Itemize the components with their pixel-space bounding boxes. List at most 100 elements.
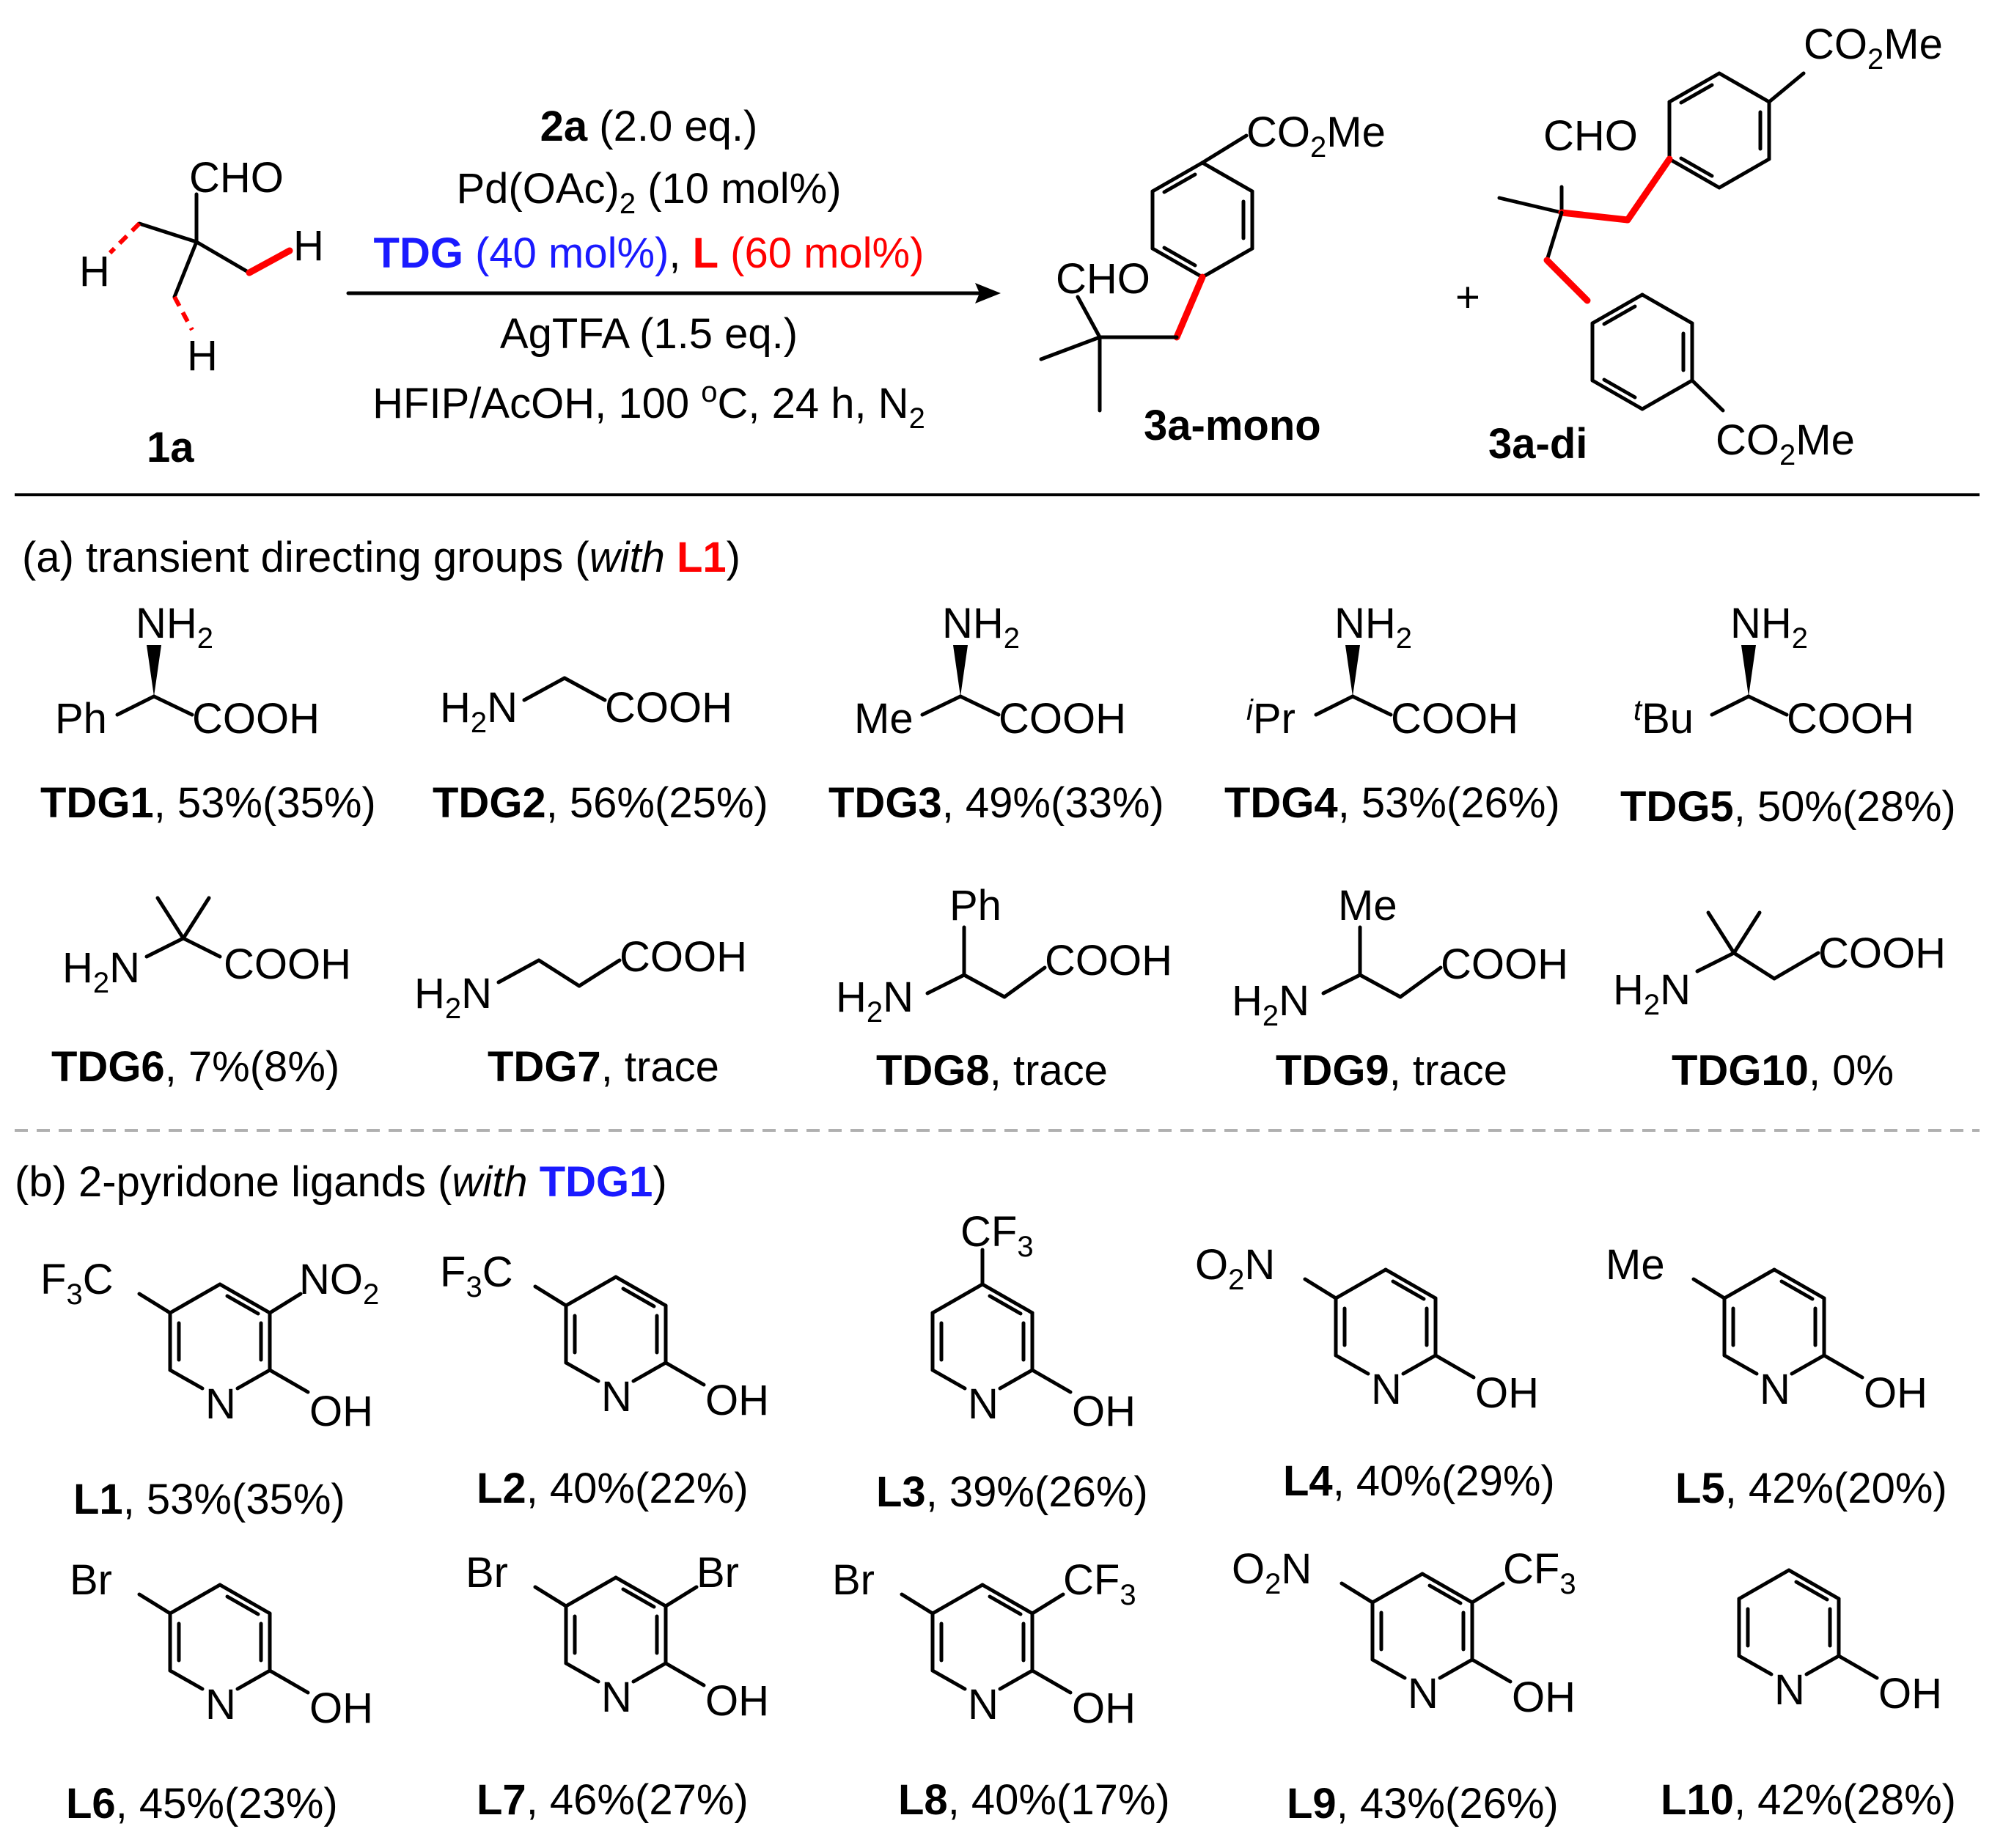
ligand-structure-7: Br Br N OH L7, 46%(27%) [466,1549,769,1824]
tdg-structure-7: H2N COOH TDG7, trace [414,933,747,1091]
svg-text:Me: Me [1338,882,1397,929]
ligand-structure-5: Me N OH L5, 42%(20%) [1606,1241,1947,1512]
nh2-label: NH2 [136,600,213,655]
svg-text:COOH: COOH [1045,937,1172,984]
svg-text:OH: OH [1512,1674,1576,1721]
svg-text:TDG8, trace: TDG8, trace [876,1047,1108,1094]
svg-text:NH2: NH2 [1730,600,1808,655]
svg-text:N: N [968,1681,999,1729]
ligand-structure-6: Br N OH L6, 45%(23%) [66,1556,373,1827]
reagent-line: 2a (2.0 eq.) [540,103,758,150]
svg-text:L6, 45%(23%): L6, 45%(23%) [66,1780,338,1827]
svg-text:OH: OH [309,1685,373,1732]
svg-text:TDG2, 56%(25%): TDG2, 56%(25%) [433,779,768,827]
h-label: H [293,222,324,270]
svg-text:O2N: O2N [1195,1241,1275,1296]
ligand-structure-9: O2N CF3 N OH L9, 43%(26%) [1232,1545,1576,1827]
svg-text:L7, 46%(27%): L7, 46%(27%) [477,1776,749,1824]
svg-text:COOH: COOH [1391,695,1518,743]
svg-text:Br: Br [832,1556,875,1604]
svg-text:O2N: O2N [1232,1545,1312,1600]
tdg-structure-1: NH2 Ph COOH TDG1, 53%(35%) [40,600,376,827]
svg-text:COOH: COOH [192,695,320,743]
section-b-title: (b) 2-pyridone ligands (with TDG1) [15,1158,667,1206]
ligand-structure-2: F3C N OH L2, 40%(22%) [440,1248,769,1512]
svg-text:N: N [1408,1670,1438,1718]
tdg-structure-4: NH2 iPr COOH TDG4, 53%(26%) [1224,600,1560,827]
svg-text:COOH: COOH [1787,695,1914,743]
svg-text:OH: OH [309,1388,373,1435]
svg-text:L9, 43%(26%): L9, 43%(26%) [1287,1780,1559,1827]
tdg-structure-5: NH2 tBu COOH TDG5, 50%(28%) [1620,600,1956,831]
compound-id-3a-di: 3a-di [1488,420,1587,468]
reaction-conditions: 2a (2.0 eq.) Pd(OAc)2 (10 mol%) TDG (40 … [346,103,1001,435]
tdg-structure-9: Me H2N COOH TDG9, trace [1232,882,1568,1094]
svg-text:L5, 42%(20%): L5, 42%(20%) [1675,1465,1947,1512]
co2me-label: CO2Me [1246,108,1386,163]
svg-text:H2N: H2N [440,684,518,739]
svg-text:TDG9, trace: TDG9, trace [1276,1047,1507,1094]
tdg-structure-6: H2N COOH TDG6, 7%(8%) [51,896,351,1091]
svg-text:Br: Br [70,1556,112,1604]
svg-text:COOH: COOH [1818,929,1946,977]
svg-text:L1, 53%(35%): L1, 53%(35%) [73,1476,345,1523]
svg-text:OH: OH [1864,1369,1927,1417]
compound-3a-di: CHO CO2Me CO2Me 3a-di [1488,21,1943,471]
co2me-label: CO2Me [1716,416,1855,471]
svg-text:CF3: CF3 [1503,1545,1576,1600]
svg-text:Br: Br [466,1549,508,1597]
solvent-line: HFIP/AcOH, 100 oC, 24 h, N2 [372,376,925,435]
h-label: H [79,248,110,295]
svg-text:H2N: H2N [1613,966,1691,1021]
svg-text:TDG7, trace: TDG7, trace [488,1043,719,1091]
svg-text:NO2: NO2 [299,1256,379,1311]
svg-text:TDG10, 0%: TDG10, 0% [1672,1047,1894,1094]
svg-text:H2N: H2N [62,944,140,999]
svg-text:NH2: NH2 [1334,600,1412,655]
tdg-structure-2: H2N COOH TDG2, 56%(25%) [433,676,768,827]
svg-text:H2N: H2N [836,973,914,1028]
svg-text:N: N [1371,1366,1402,1413]
plus-sign: + [1455,273,1480,321]
catalyst-line: Pd(OAc)2 (10 mol%) [456,165,841,220]
svg-text:H2N: H2N [1232,977,1309,1032]
svg-text:COOH: COOH [620,933,747,981]
tdg-structure-8: Ph H2N COOH TDG8, trace [836,882,1172,1094]
svg-text:COOH: COOH [1441,940,1568,988]
arrow-head [975,283,1001,303]
svg-text:OH: OH [1878,1670,1942,1718]
tdg-ligand-line: TDG (40 mol%), L (60 mol%) [374,229,925,277]
svg-text:L8, 40%(17%): L8, 40%(17%) [898,1776,1170,1824]
compound-3a-mono: CO2Me CHO 3a-mono [1039,108,1386,449]
svg-text:OH: OH [705,1677,769,1725]
svg-text:F3C: F3C [40,1256,114,1311]
compound-id-3a-mono: 3a-mono [1144,402,1321,449]
svg-text:N: N [968,1380,999,1428]
co2me-label: CO2Me [1804,21,1943,76]
svg-text:TDG6, 7%(8%): TDG6, 7%(8%) [51,1043,339,1091]
compound-id-1a: 1a [147,424,194,471]
svg-text:L4, 40%(29%): L4, 40%(29%) [1283,1457,1555,1505]
svg-text:TDG4, 53%(26%): TDG4, 53%(26%) [1224,779,1560,827]
svg-text:CF3: CF3 [960,1208,1034,1263]
cho-label: CHO [1543,112,1638,160]
svg-text:tBu: tBu [1633,694,1694,743]
svg-text:N: N [601,1373,632,1421]
cho-label: CHO [1056,255,1150,303]
svg-text:Ph: Ph [949,882,1001,929]
svg-text:OH: OH [1072,1388,1136,1435]
ligand-structure-10: N OH L10, 42%(28%) [1661,1570,1956,1824]
svg-text:H2N: H2N [414,970,492,1025]
svg-text:N: N [1774,1666,1805,1714]
cho-label: CHO [189,154,284,202]
svg-text:Me: Me [854,695,914,743]
tdg-structure-3: NH2 Me COOH TDG3, 49%(33%) [828,600,1164,827]
svg-text:L2, 40%(22%): L2, 40%(22%) [477,1465,749,1512]
svg-text:Me: Me [1606,1241,1665,1289]
svg-text:TDG1, 53%(35%): TDG1, 53%(35%) [40,779,376,827]
svg-text:OH: OH [1475,1369,1539,1417]
ligand-structure-3: CF3 N OH L3, 39%(26%) [876,1208,1148,1516]
svg-text:L10, 42%(28%): L10, 42%(28%) [1661,1776,1956,1824]
svg-text:N: N [601,1674,632,1721]
